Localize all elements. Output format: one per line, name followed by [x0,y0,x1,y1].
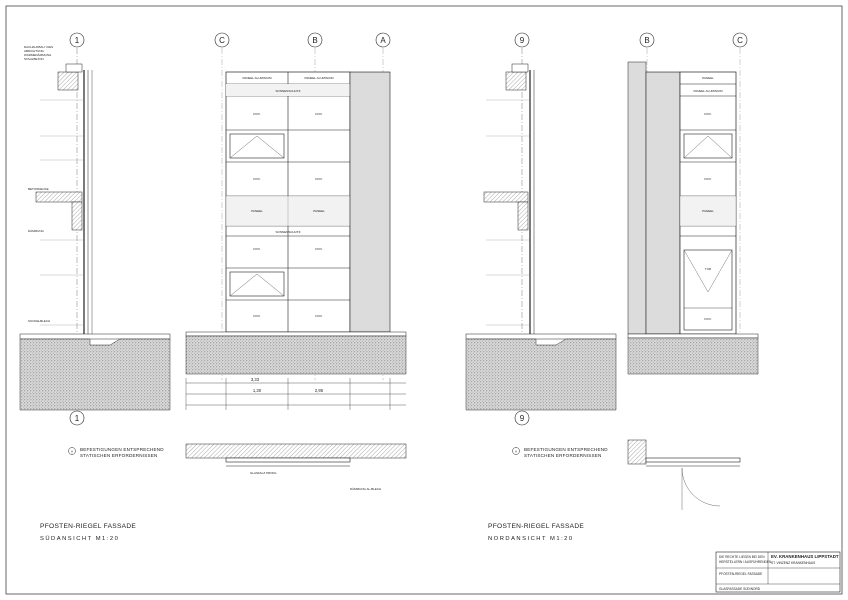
svg-text:FIXV.: FIXV. [315,314,322,318]
svg-text:FIXV.: FIXV. [315,247,322,251]
svg-text:SOCKELBLECH: SOCKELBLECH [28,319,50,323]
right-section-detail: 9 9 [465,32,617,426]
axis-1-bottom-marker [69,410,85,426]
dim-sub-1: 1,30 [253,388,262,393]
svg-text:FIXV.: FIXV. [704,177,711,181]
note-right-line2: STATISCHEN ERFORDERNISSEN [524,453,602,458]
svg-text:FIXV.: FIXV. [315,112,322,116]
dim-sub-2: 2,95 [315,388,324,393]
note-left-line1: BEFESTIGUNGEN ENTSPRECHEND [80,447,164,452]
svg-text:PANEEL: PANEEL [702,209,714,213]
svg-text:GLASFALZ PROFIL: GLASFALZ PROFIL [250,471,277,475]
svg-text:PANEEL: PANEEL [251,209,263,213]
axis-B-left-marker [307,32,323,48]
svg-text:STAHLBETON: STAHLBETON [24,57,44,61]
svg-text:WÄRMEDÄMMUNG: WÄRMEDÄMMUNG [24,53,52,57]
right-elevation: B C PANEEL PANEEL ALUMINIUM FIXV. FI [627,32,759,510]
svg-text:PANEEL: PANEEL [702,76,714,80]
axis-B-left-label: B [312,36,317,45]
note-right-line1: BEFESTIGUNGEN ENTSPRECHEND [524,447,608,452]
axis-B-right-marker [639,32,655,48]
note-symbol-right [512,447,520,455]
svg-text:FIXV.: FIXV. [253,112,260,116]
svg-text:SONNENSCHUTZ: SONNENSCHUTZ [275,89,300,93]
axis-B-right-label: B [644,36,649,45]
svg-text:PANEEL ALUMINIUM: PANEEL ALUMINIUM [693,89,723,93]
note-symbol-left-label: A [71,450,73,454]
subtitle-left: SÜDANSICHT M1:20 [40,535,119,542]
svg-text:SONNENSCHUTZ: SONNENSCHUTZ [275,230,300,234]
axis-A-left-label: A [380,36,386,45]
tb-office: EV. KRANKENHAUS LIPPSTADT [771,554,839,559]
svg-text:FIXV.: FIXV. [315,177,322,181]
svg-text:FIXV.: FIXV. [253,314,260,318]
tb-footer: GLASFASSADE SÜD/NORD [719,587,761,591]
sheet-border [5,5,843,595]
note-symbol-right-label: A [515,450,517,454]
note-symbol-left [68,447,76,455]
axis-A-left-marker [375,32,391,48]
tb-office-sub: ST. VINZENZ KRANKENHAUS [771,561,815,565]
title-right: PFOSTEN-RIEGEL FASSADE [488,523,584,530]
note-left-line2: STATISCHEN ERFORDERNISSEN [80,453,158,458]
axis-9-bottom-label: 9 [520,414,525,423]
axis-9-top-label: 9 [520,36,525,45]
tb-plan: PFOSTEN-RIEGEL FASSADE [719,572,762,576]
axis-C-right-label: C [737,36,743,45]
svg-text:PANEEL ALUMINIUM: PANEEL ALUMINIUM [304,76,334,80]
tb-line1: DIE RECHTE LIEGEN BEI DEN [719,555,765,559]
svg-text:TÜR: TÜR [705,267,712,271]
axis-1-top-label: 1 [75,36,80,45]
svg-text:PANEEL: PANEEL [313,209,325,213]
axis-C-left-label: C [219,36,225,45]
title-left: PFOSTEN-RIEGEL FASSADE [40,523,136,530]
axis-C-right-marker [732,32,748,48]
axis-1-top-marker [69,32,85,48]
svg-text:DACHAUFBAU: KIES: DACHAUFBAU: KIES [24,45,53,49]
dim-total: 3,33 [251,377,260,382]
axis-9-top-marker [514,32,530,48]
axis-9-bottom-marker [514,410,530,426]
axis-C-left-marker [214,32,230,48]
svg-text:ABDICHTUNG: ABDICHTUNG [24,49,45,53]
svg-text:DÄMMUNG: DÄMMUNG [28,229,44,233]
svg-text:DÄMMUNG AL-BLECH: DÄMMUNG AL-BLECH [350,487,381,491]
title-block: DIE RECHTE LIEGEN BEI DEN HERSTELLERN / … [715,551,841,593]
left-elevation: C B A PANEEL ALUMINIU [185,32,407,491]
svg-text:FIXV.: FIXV. [704,317,711,321]
tb-line2: HERSTELLERN / AUSFÜHRENDEN [719,560,772,564]
svg-text:FIXV.: FIXV. [253,177,260,181]
svg-text:BETONDECKE: BETONDECKE [28,187,49,191]
svg-text:PANEEL ALUMINIUM: PANEEL ALUMINIUM [242,76,272,80]
subtitle-right: NORDANSICHT M1:20 [488,536,574,542]
svg-text:FIXV.: FIXV. [253,247,260,251]
axis-1-bottom-label: 1 [75,414,80,423]
left-section-detail: 1 1 DACHAUFBAU: KIES ABDICHTUNG WÄRMEDÄM… [19,32,171,426]
svg-text:FIXV.: FIXV. [704,112,711,116]
